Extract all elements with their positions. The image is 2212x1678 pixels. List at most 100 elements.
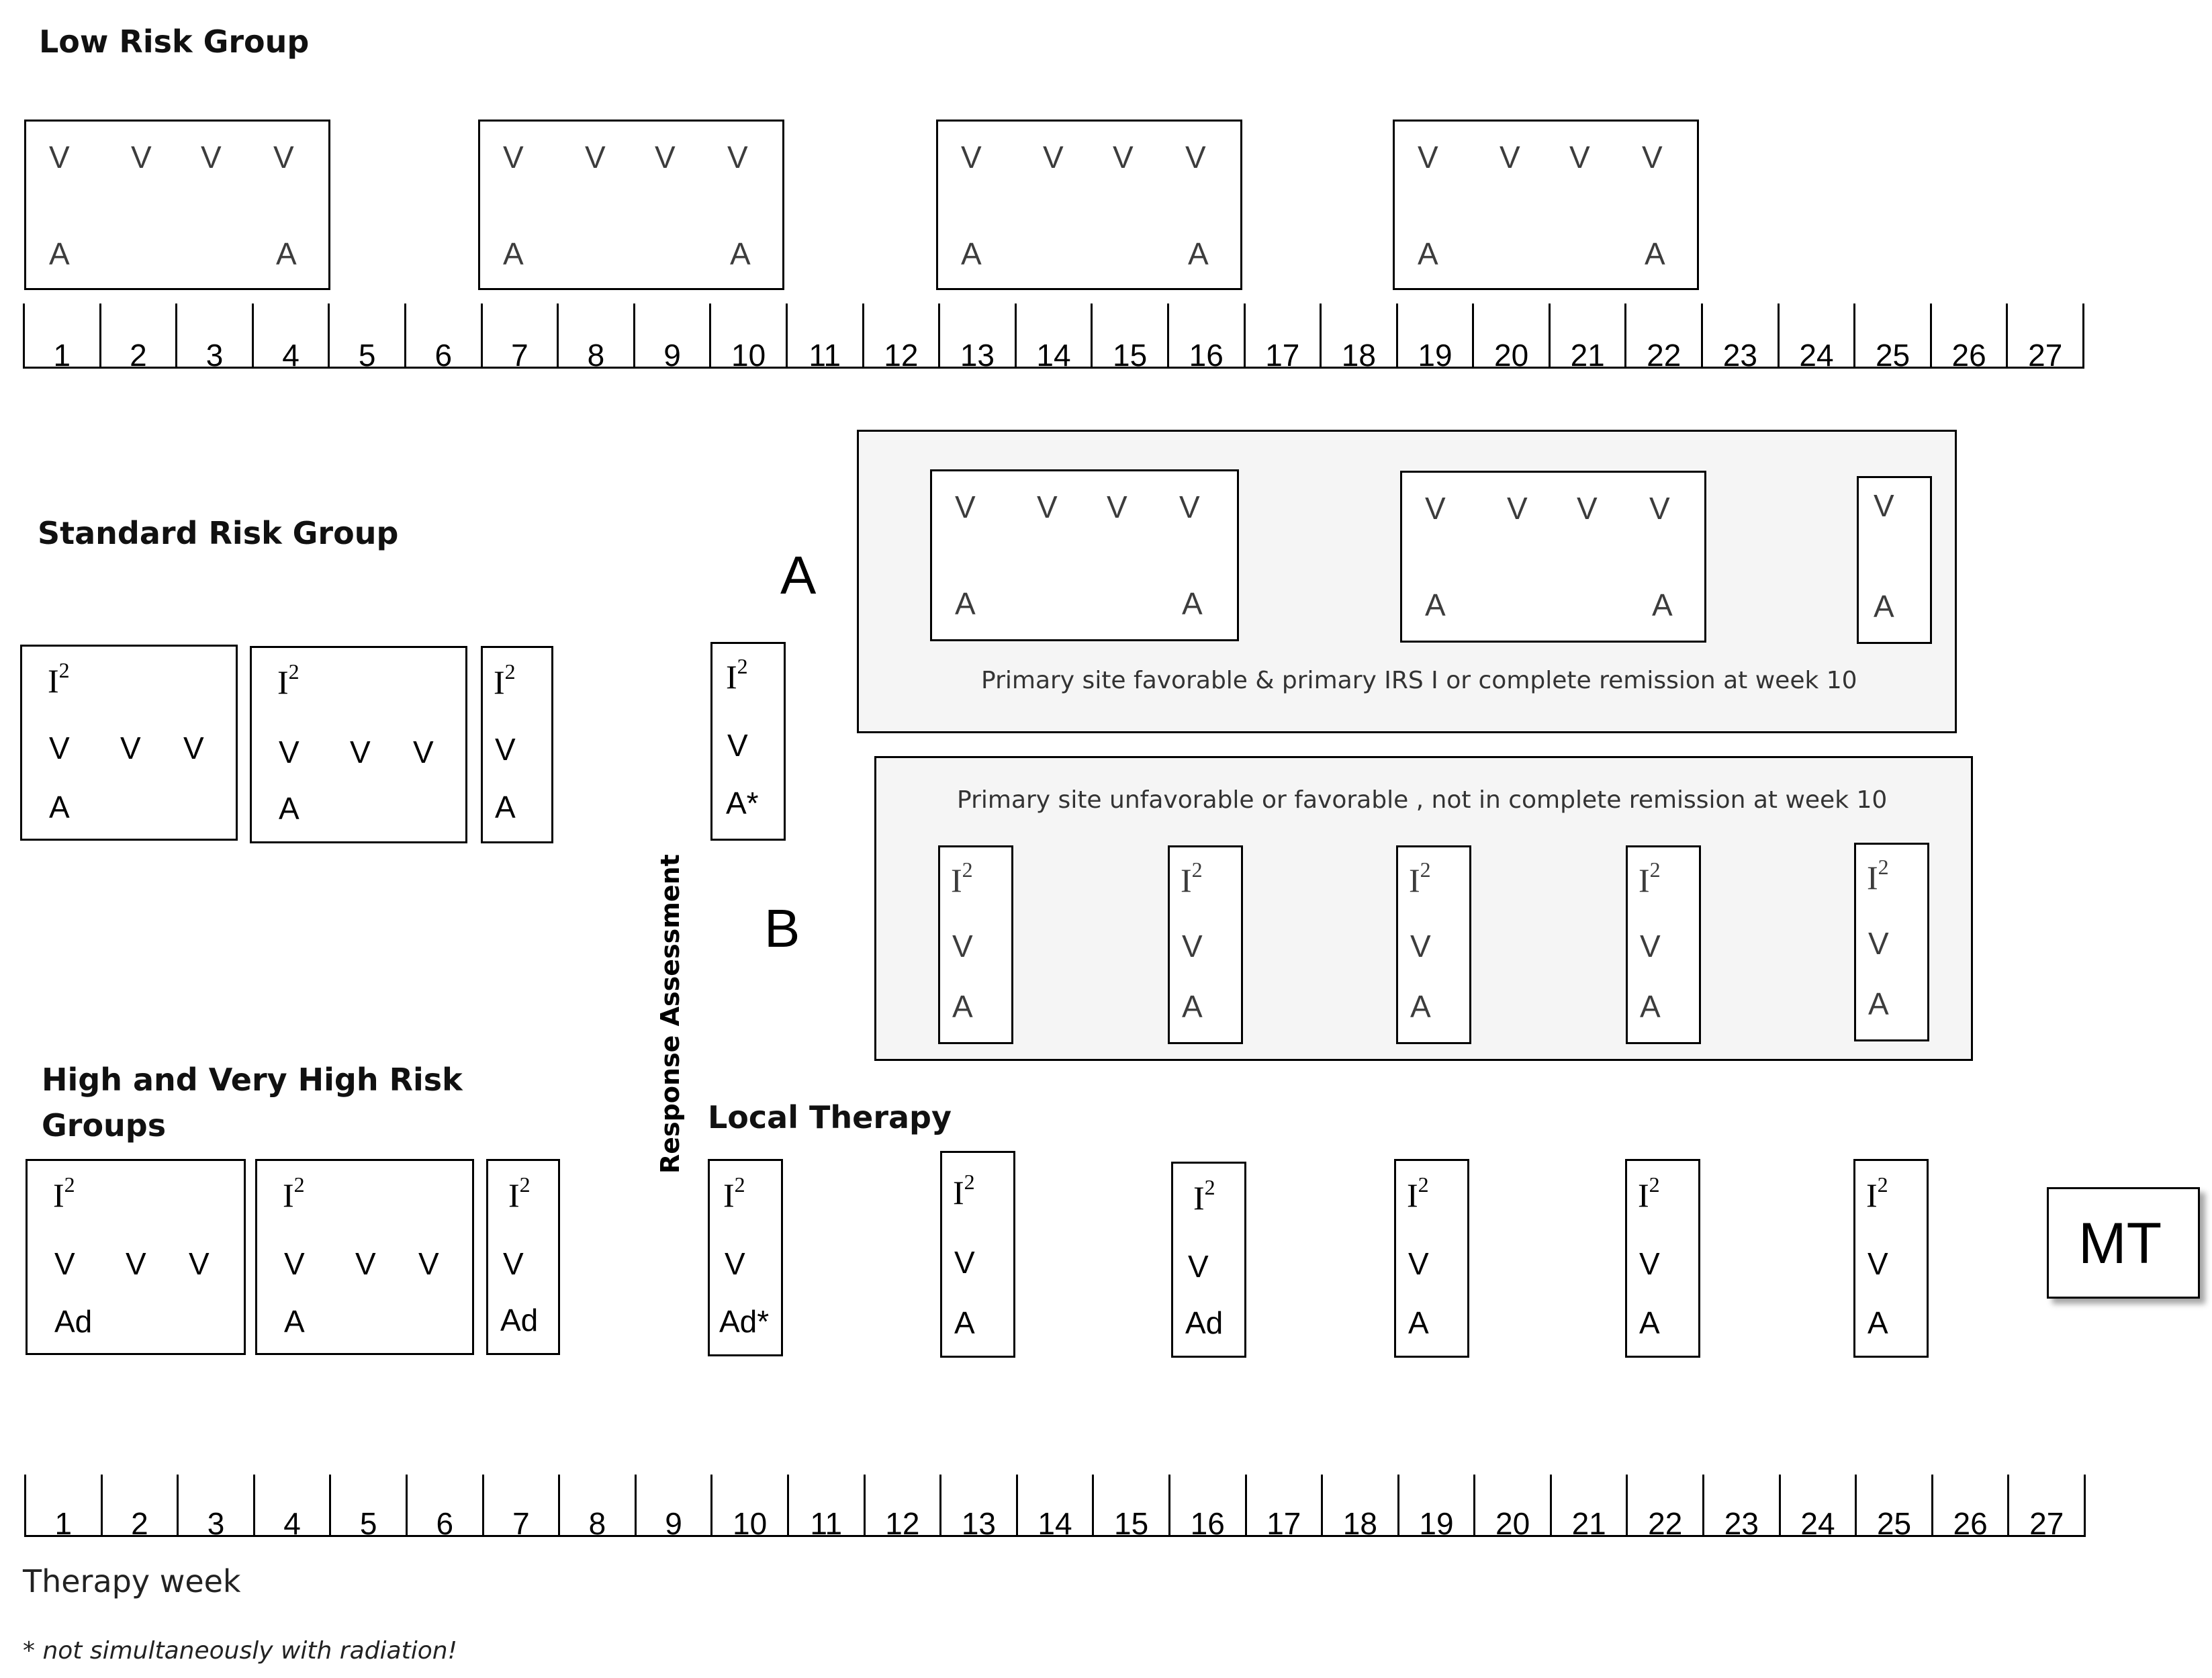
low-risk-block-1: V V V V A A — [24, 120, 330, 290]
week-number: 15 — [1114, 1506, 1149, 1541]
v-label: V — [183, 731, 204, 765]
a-label: A — [284, 1304, 305, 1339]
high-block-week16: I2 V Ad — [1171, 1162, 1246, 1358]
v-label: V — [1874, 488, 1894, 523]
week-cell: 2 — [100, 1475, 177, 1540]
week-number: 13 — [961, 1506, 996, 1541]
week-cell: 1 — [23, 304, 99, 372]
week-number: 1 — [54, 1506, 73, 1541]
week-cell: 8 — [557, 304, 633, 372]
week-number: 12 — [885, 1506, 920, 1541]
week-number: 19 — [1419, 1506, 1454, 1541]
v-label: V — [273, 140, 294, 175]
v-label: V — [1507, 491, 1528, 526]
high-block-week25: I2 V A — [1853, 1159, 1929, 1358]
week-cell: 21 — [1548, 304, 1625, 372]
v-label: V — [503, 1246, 524, 1281]
high-risk-title-line2: Groups — [42, 1107, 167, 1144]
v-label: V — [655, 140, 676, 175]
i2-label: I2 — [277, 659, 299, 701]
i2-label: I2 — [1866, 1172, 1888, 1214]
i2-label: I2 — [953, 1170, 975, 1211]
a-label: A — [1652, 588, 1673, 622]
v-label: V — [350, 735, 371, 770]
week-cell: 7 — [480, 304, 557, 372]
i2-label: I2 — [723, 1172, 745, 1214]
week-number: 14 — [1038, 1506, 1072, 1541]
week-cell: 2 — [99, 304, 176, 372]
ad-label: Ad — [54, 1304, 93, 1339]
week-cell: 22 — [1624, 304, 1701, 372]
response-assessment-label: Response Assessment — [655, 854, 685, 1174]
branch-b-caption: Primary site unfavorable or favorable , … — [957, 786, 1888, 814]
branch-b-block-5: I2 V A — [1854, 843, 1929, 1041]
footnote: * not simultaneously with radiation! — [23, 1637, 457, 1665]
week-cell: 12 — [862, 304, 939, 372]
week-number: 2 — [131, 1506, 148, 1541]
week-number: 10 — [731, 338, 766, 373]
week-cell: 4 — [251, 304, 328, 372]
week-number: 7 — [511, 338, 528, 373]
i2-label: I2 — [48, 658, 70, 700]
week-number: 3 — [205, 338, 224, 373]
week-number: 11 — [810, 1506, 843, 1541]
week-cell: 3 — [175, 304, 252, 372]
v-label: V — [1642, 140, 1663, 175]
a-label: A — [730, 236, 751, 271]
i2-label: I2 — [951, 857, 973, 899]
a-label: A — [1645, 236, 1665, 271]
week-cell: 14 — [1015, 1475, 1093, 1540]
branch-a-letter: A — [780, 545, 817, 605]
standard-risk-title: Standard Risk Group — [38, 515, 399, 551]
high-block-week19: I2 V A — [1394, 1159, 1469, 1358]
a-label: A — [1639, 1305, 1660, 1340]
week-cell: 11 — [785, 304, 862, 372]
week-number: 24 — [1799, 338, 1834, 373]
v-label: V — [1179, 490, 1200, 524]
a-label: A — [1874, 589, 1894, 624]
v-label: V — [1182, 929, 1203, 964]
v-label: V — [954, 1245, 975, 1280]
branch-a-block-3: V A — [1857, 476, 1932, 644]
week-number: 9 — [663, 338, 681, 373]
v-label: V — [1500, 140, 1520, 175]
branch-b-block-2: I2 V A — [1168, 845, 1243, 1044]
week-number: 19 — [1418, 338, 1453, 373]
ad-label: Ad — [1185, 1305, 1224, 1340]
i2-label: I2 — [494, 659, 516, 701]
week-cell: 6 — [405, 1475, 482, 1540]
week-number: 21 — [1571, 1506, 1606, 1541]
week-cell: 26 — [1931, 1475, 2008, 1540]
week-number: 18 — [1342, 1506, 1377, 1541]
branch-b-block-3: I2 V A — [1396, 845, 1471, 1044]
a-label: A — [1410, 989, 1431, 1024]
week-cell: 15 — [1091, 304, 1167, 372]
ruler-baseline — [24, 1535, 2086, 1537]
week-number: 1 — [53, 338, 71, 373]
week-cell: 5 — [328, 304, 404, 372]
high-block-week10: I2 V Ad* — [708, 1159, 783, 1356]
a-label: A — [49, 790, 70, 825]
v-label: V — [1418, 140, 1438, 175]
ruler-baseline — [23, 367, 2084, 369]
i2-label: I2 — [283, 1172, 305, 1214]
week-number: 6 — [436, 1506, 454, 1541]
v-label: V — [1185, 140, 1206, 175]
i2-label: I2 — [1638, 1172, 1660, 1214]
week-number: 20 — [1493, 338, 1529, 373]
standard-block-week10: I2 V A* — [710, 642, 786, 841]
v-label: V — [189, 1246, 210, 1281]
branch-a-block-1: V V V V A A — [930, 469, 1239, 641]
week-cell: 21 — [1549, 1475, 1626, 1540]
v-label: V — [1649, 491, 1670, 526]
v-label: V — [495, 732, 516, 767]
ad-label: Ad — [500, 1303, 539, 1338]
v-label: V — [1425, 491, 1446, 526]
a-star-label: A* — [726, 786, 759, 821]
week-cell: 13 — [939, 1475, 1016, 1540]
week-cell: 17 — [1243, 304, 1320, 372]
i2-label: I2 — [726, 654, 748, 696]
high-risk-title-line1: High and Very High Risk — [42, 1062, 463, 1098]
v-label: V — [1569, 140, 1590, 175]
week-cell: 10 — [709, 304, 786, 372]
